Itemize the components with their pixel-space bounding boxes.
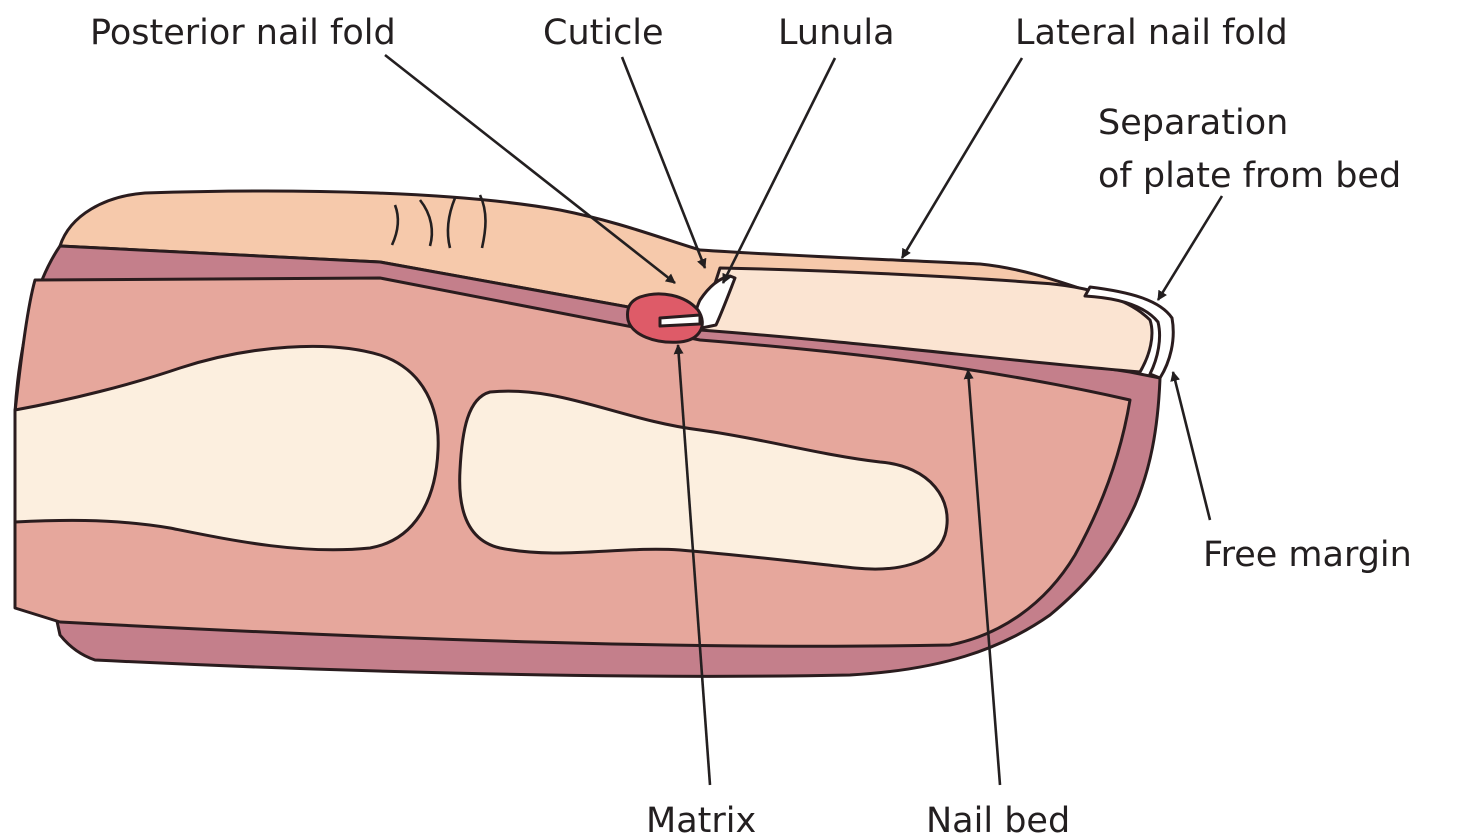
matrix-root: [660, 315, 700, 326]
label-free-margin: Free margin: [1203, 535, 1412, 575]
leader-separation: [1158, 196, 1222, 300]
leader-lateral-nail-fold: [902, 58, 1022, 258]
label-posterior-nail-fold: Posterior nail fold: [90, 13, 396, 53]
leader-lunula: [723, 58, 835, 283]
label-lunula: Lunula: [778, 13, 895, 53]
label-cuticle: Cuticle: [543, 13, 664, 53]
label-separation-line1: Separation: [1098, 103, 1288, 143]
label-nail-bed: Nail bed: [926, 801, 1070, 840]
label-matrix: Matrix: [646, 801, 756, 840]
leader-free-margin: [1173, 372, 1210, 520]
label-lateral-nail-fold: Lateral nail fold: [1015, 13, 1288, 53]
label-separation-line2: of plate from bed: [1098, 156, 1401, 196]
